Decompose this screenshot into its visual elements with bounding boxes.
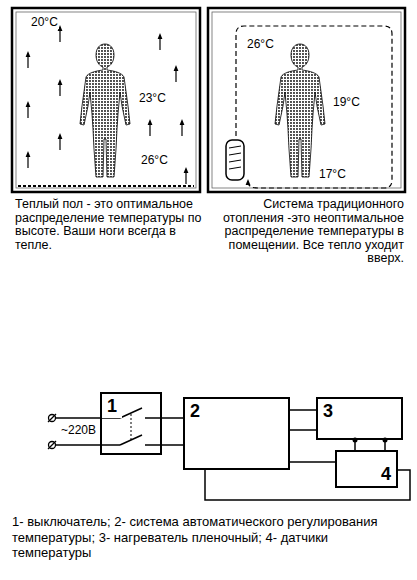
sensor-box: 4 xyxy=(335,450,398,488)
heat-arrow xyxy=(185,170,186,184)
room-frame xyxy=(208,8,405,192)
wire xyxy=(384,440,386,450)
heat-arrow xyxy=(59,82,60,96)
switch-box: 1 xyxy=(100,392,162,455)
panel-caption: Теплый пол - это оптимальное распределен… xyxy=(15,198,205,252)
temperature-label: 19°C xyxy=(332,96,361,109)
room-frame xyxy=(12,8,200,192)
heat-arrow xyxy=(175,68,176,82)
floor-heating xyxy=(18,185,194,187)
callout-number: 1 xyxy=(102,394,122,418)
temperature-label: 17°C xyxy=(318,168,347,181)
heat-arrow xyxy=(59,28,60,42)
panel-caption: Система традиционного отопления -это нео… xyxy=(212,198,404,266)
temperature-label: 26°C xyxy=(246,38,275,51)
input-wire xyxy=(56,418,100,445)
controller-box: 2 xyxy=(183,397,290,470)
callout-number: 3 xyxy=(318,399,338,423)
air-circulation xyxy=(236,26,392,188)
figure-caption: 1- выключатель; 2- система автоматическо… xyxy=(12,514,408,561)
heat-arrow xyxy=(59,136,60,150)
heat-arrows xyxy=(28,28,186,184)
heat-arrow xyxy=(27,154,28,168)
radiator xyxy=(226,140,244,180)
callout-number: 2 xyxy=(185,399,205,423)
wire xyxy=(290,409,316,411)
wire xyxy=(162,444,183,446)
heater-box: 3 xyxy=(316,397,403,440)
wire xyxy=(162,417,183,419)
supply-voltage: ~220В xyxy=(60,424,97,437)
heat-arrow xyxy=(27,104,28,118)
temperature-label: 26°C xyxy=(140,154,169,167)
human-figure xyxy=(275,44,325,177)
temperature-label: 23°C xyxy=(138,92,167,105)
temperature-label: 20°C xyxy=(30,16,59,29)
callout-number: 4 xyxy=(376,462,396,486)
mains-terminal xyxy=(48,414,56,449)
human-figure xyxy=(80,44,130,177)
heat-arrow xyxy=(149,122,150,136)
wire xyxy=(354,440,356,450)
heat-arrow xyxy=(159,36,160,50)
heat-arrow xyxy=(181,122,182,136)
heat-arrow xyxy=(27,54,28,68)
wire xyxy=(290,429,316,431)
wire xyxy=(290,461,335,463)
